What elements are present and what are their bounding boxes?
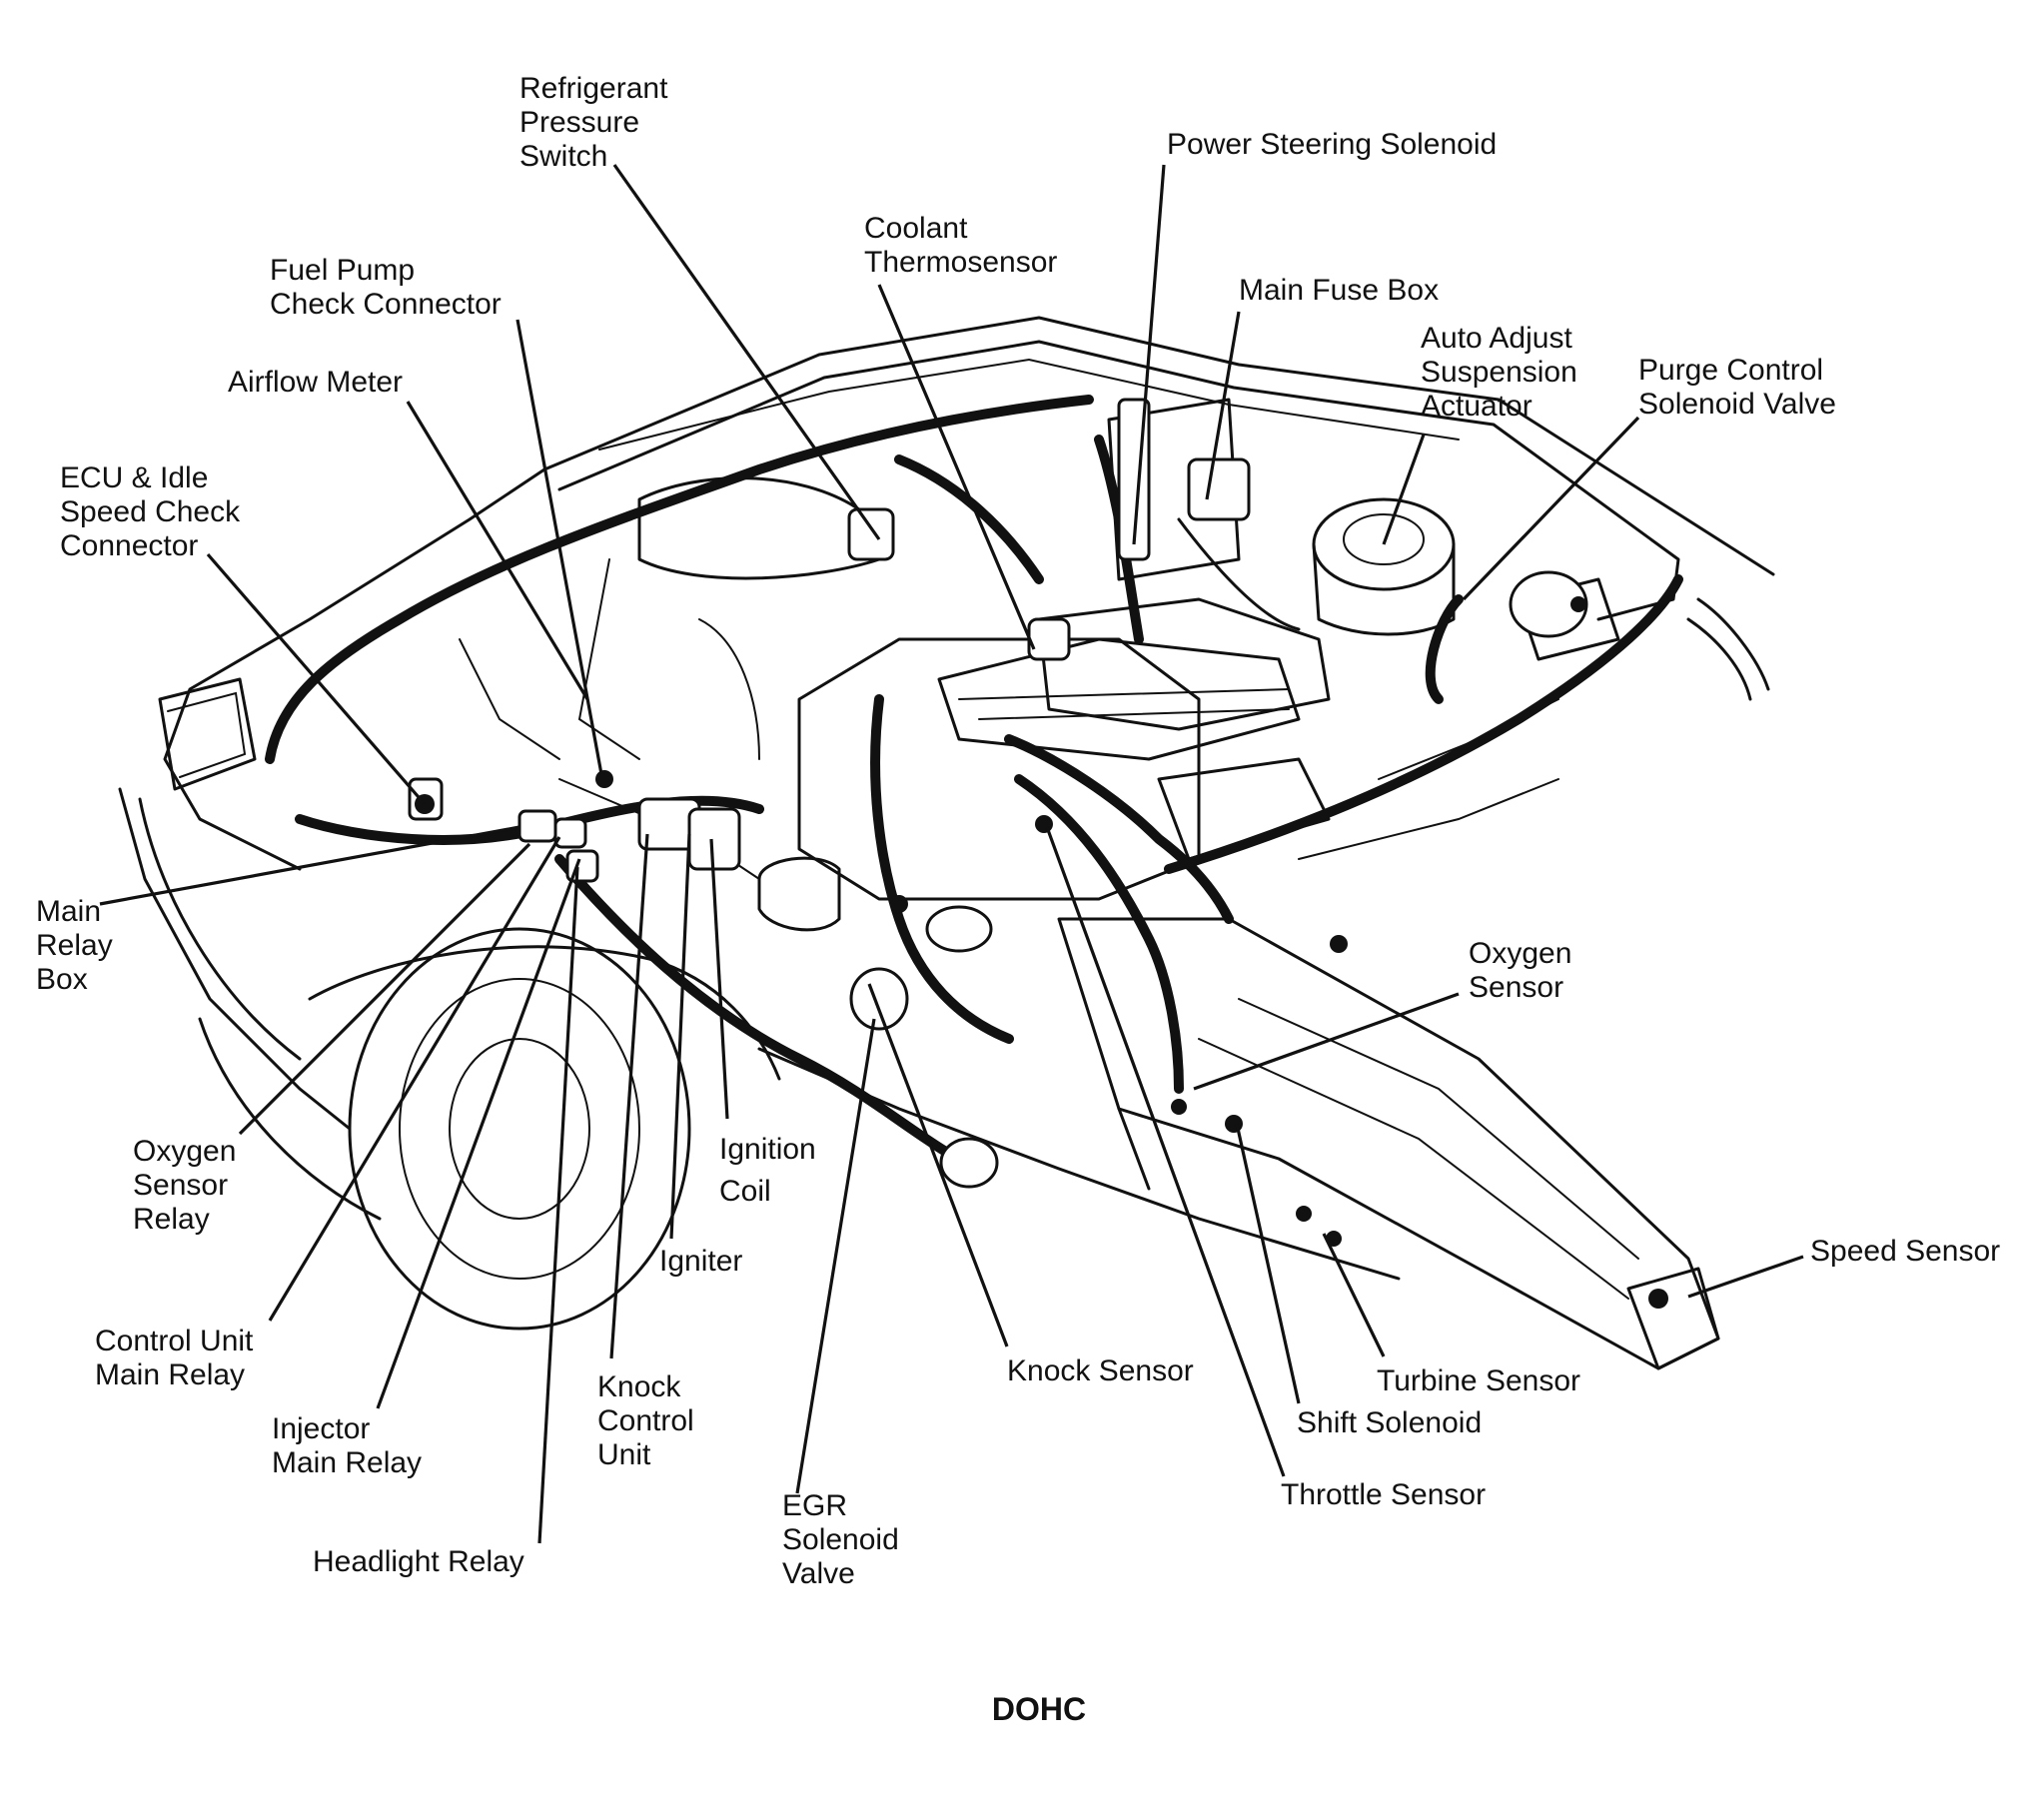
label-main-fuse-box: Main Fuse Box (1239, 274, 1439, 307)
label-headlight-relay: Headlight Relay (313, 1545, 524, 1578)
leader-oxygen-relay (238, 842, 531, 1136)
leader-control-unit (268, 836, 561, 1322)
label-oxygen-sensor-relay: Oxygen Sensor Relay (133, 1135, 245, 1236)
label-throttle-sensor: Throttle Sensor (1281, 1478, 1486, 1511)
leader-shift-solenoid (1235, 1123, 1301, 1404)
leader-headlight (537, 866, 579, 1544)
leader-auto-adjust (1382, 434, 1426, 545)
leader-knock-sensor (867, 983, 1009, 1347)
label-fuel-pump-check-connector: Fuel Pump Check Connector (270, 254, 502, 321)
leader-speed-sensor (1687, 1255, 1804, 1299)
label-ecu-idle-speed-check-connector: ECU & Idle Speed Check Connector (60, 461, 248, 562)
leader-turbine (1322, 1233, 1386, 1357)
leader-egr (795, 1018, 876, 1494)
label-knock-sensor: Knock Sensor (1007, 1354, 1194, 1387)
label-egr-solenoid-valve: EGR Solenoid Valve (782, 1489, 907, 1590)
label-igniter: Igniter (659, 1245, 742, 1278)
component-labels: Refrigerant Pressure Switch Power Steeri… (36, 72, 2000, 1727)
leader-lines (99, 164, 1804, 1544)
leader-knock-control (609, 833, 649, 1359)
leader-coolant (877, 284, 1036, 650)
label-injector-main-relay: Injector Main Relay (272, 1412, 422, 1479)
label-main-relay-box: Main Relay Box (36, 895, 121, 996)
leader-fuel-pump (515, 319, 603, 775)
leader-ecu (206, 552, 427, 806)
label-coolant-thermosensor: Coolant Thermosensor (864, 212, 1057, 279)
label-purge-control-solenoid-valve: Purge Control Solenoid Valve (1638, 354, 1836, 421)
leader-purge (1462, 416, 1640, 601)
label-refrigerant-pressure-switch: Refrigerant Pressure Switch (519, 72, 676, 173)
leader-igniter (669, 833, 691, 1240)
label-airflow-meter: Airflow Meter (228, 366, 403, 399)
leader-main-relay-box (99, 825, 520, 906)
label-ignition-coil: Ignition Coil (719, 1133, 824, 1208)
diagram-caption: DOHC (992, 1691, 1086, 1727)
label-shift-solenoid: Shift Solenoid (1297, 1406, 1482, 1439)
leader-power-steering (1132, 164, 1166, 545)
leader-throttle (1045, 826, 1286, 1477)
label-turbine-sensor: Turbine Sensor (1377, 1364, 1580, 1397)
label-power-steering-solenoid: Power Steering Solenoid (1167, 128, 1497, 161)
leader-refrigerant (612, 164, 881, 540)
engine-bay-illustration (118, 316, 1775, 1370)
leader-airflow (406, 401, 589, 700)
label-oxygen-sensor: Oxygen Sensor (1469, 937, 1580, 1004)
leader-main-fuse (1205, 311, 1241, 500)
leader-injector (376, 858, 581, 1409)
leader-ignition-coil (709, 838, 729, 1120)
label-speed-sensor: Speed Sensor (1810, 1235, 2000, 1268)
leader-oxygen-right (1193, 992, 1460, 1091)
label-knock-control-unit: Knock Control Unit (597, 1370, 702, 1471)
label-control-unit-main-relay: Control Unit Main Relay (95, 1325, 262, 1391)
label-auto-adjust-suspension-actuator: Auto Adjust Suspension Actuator (1421, 322, 1585, 423)
